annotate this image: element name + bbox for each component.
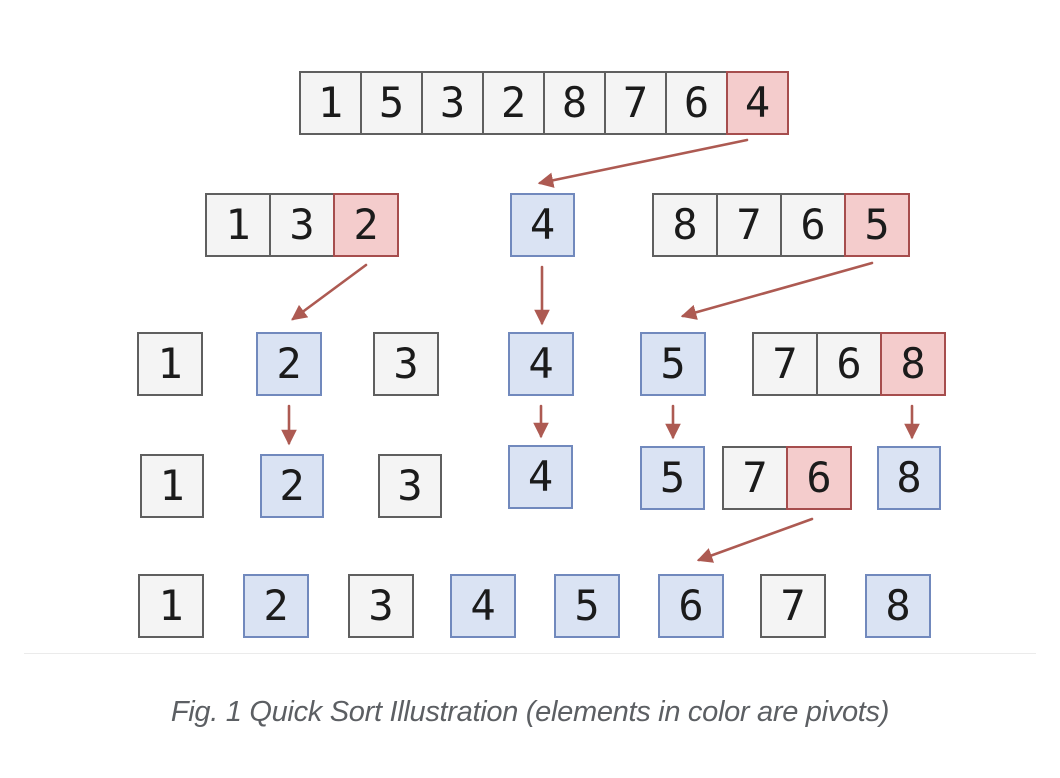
sorted-cell: 5 [554,574,620,638]
sorted-cell: 2 [243,574,309,638]
level3-right-subarray: 7 6 8 [752,332,946,396]
level4-box-2: 2 [260,454,324,518]
array-cell: 1 [137,332,203,396]
level3-box-3: 3 [373,332,439,396]
sorted-cell: 4 [510,193,575,257]
pivot-cell: 6 [786,446,852,510]
level4-box-3: 3 [378,454,442,518]
array-cell: 5 [360,71,423,135]
level5-box-8: 8 [865,574,931,638]
array-cell: 3 [373,332,439,396]
level4-box-5: 5 [640,446,705,510]
pivot-cell: 4 [726,71,789,135]
array-cell: 7 [760,574,826,638]
sorted-cell: 4 [450,574,516,638]
arrow-pivot5-to-level3 [680,261,874,320]
sorted-cell: 5 [640,446,705,510]
level2-left-subarray: 1 3 2 [205,193,399,257]
level4-box-8: 8 [877,446,941,510]
level5-box-6: 6 [658,574,724,638]
level5-box-2: 2 [243,574,309,638]
array-cell: 1 [205,193,271,257]
level4-box-4: 4 [508,445,573,509]
array-cell: 3 [378,454,442,518]
array-cell: 6 [780,193,846,257]
pivot-cell: 2 [333,193,399,257]
array-cell: 7 [604,71,667,135]
level2-pivot-placed-4: 4 [510,193,575,257]
level5-box-5: 5 [554,574,620,638]
array-cell: 1 [140,454,204,518]
array-cell: 2 [482,71,545,135]
level3-box-1: 1 [137,332,203,396]
array-cell: 8 [543,71,606,135]
array-cell: 7 [716,193,782,257]
array-cell: 6 [816,332,882,396]
level5-box-7: 7 [760,574,826,638]
pivot-cell: 5 [844,193,910,257]
sorted-cell: 4 [508,445,573,509]
sorted-cell: 5 [640,332,706,396]
arrow-pivot6-to-level5 [696,517,814,563]
sorted-cell: 6 [658,574,724,638]
divider-line [24,653,1036,654]
sorted-cell: 4 [508,332,574,396]
array-cell: 3 [348,574,414,638]
sorted-cell: 2 [260,454,324,518]
sorted-cell: 8 [865,574,931,638]
array-cell: 1 [138,574,204,638]
level2-right-subarray: 8 7 6 5 [652,193,910,257]
level5-box-4: 4 [450,574,516,638]
array-cell: 6 [665,71,728,135]
array-cell: 7 [752,332,818,396]
pivot-cell: 8 [880,332,946,396]
sorted-cell: 2 [256,332,322,396]
level3-box-2: 2 [256,332,322,396]
array-cell: 8 [652,193,718,257]
level4-subarray-76: 7 6 [722,446,852,510]
level4-box-1: 1 [140,454,204,518]
arrow-pivot2-to-level3 [291,263,368,321]
level5-box-1: 1 [138,574,204,638]
figure-caption: Fig. 1 Quick Sort Illustration (elements… [170,696,890,728]
array-cell: 3 [421,71,484,135]
level1-array: 1 5 3 2 8 7 6 4 [299,71,789,135]
level3-box-4: 4 [508,332,574,396]
arrow-pivot4-to-level2 [537,138,749,188]
level3-box-5: 5 [640,332,706,396]
level5-box-3: 3 [348,574,414,638]
array-cell: 7 [722,446,788,510]
sorted-cell: 8 [877,446,941,510]
array-cell: 3 [269,193,335,257]
array-cell: 1 [299,71,362,135]
